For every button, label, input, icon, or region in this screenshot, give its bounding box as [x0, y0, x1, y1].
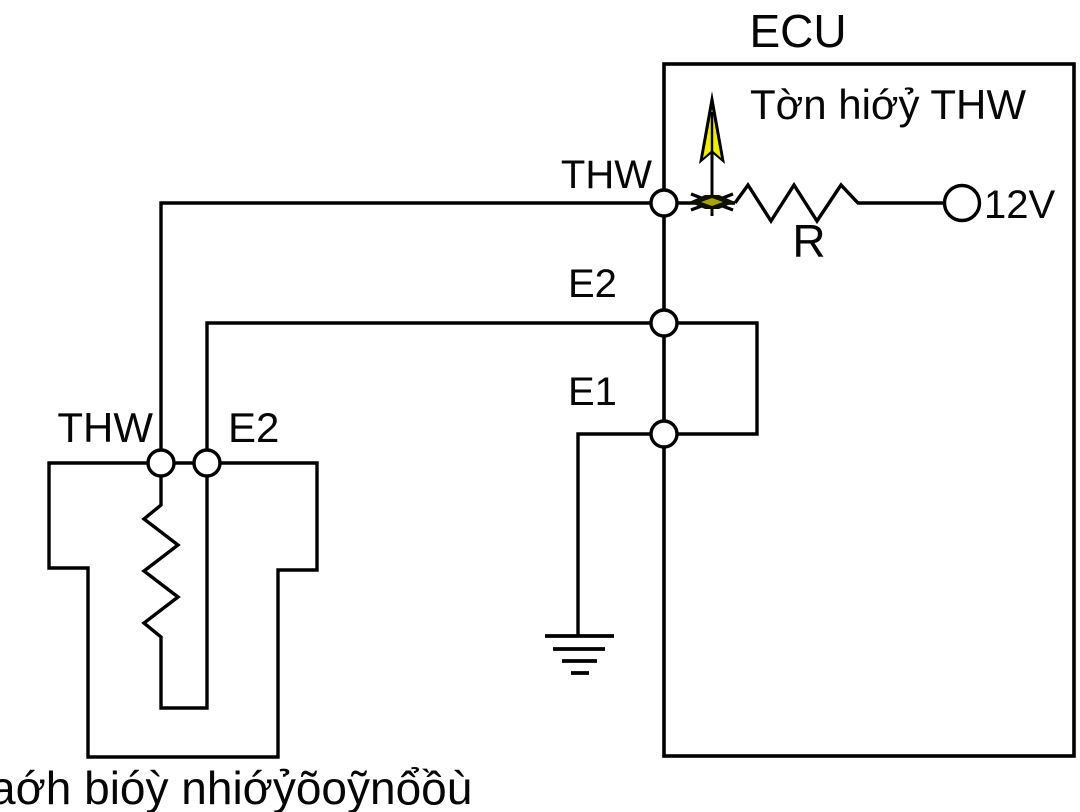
sensor-thw-pin-label: THW: [57, 404, 153, 451]
sensor-thw-to-ecu-wire: [159, 201, 664, 463]
sensor-e2-to-ecu-wire: [205, 321, 664, 463]
e2-terminal: [649, 308, 679, 338]
e2-e1-jumper-wire: [664, 321, 759, 436]
sensor-e2-pin: [192, 448, 222, 478]
ground-icon: [545, 634, 614, 675]
thermistor-zigzag-icon: [141, 463, 209, 710]
e1-to-ground-wire: [576, 432, 664, 636]
pullup-resistor-zigzag: [733, 181, 944, 225]
resistor-label: R: [792, 215, 825, 267]
thw-terminal-label: THW: [561, 153, 652, 197]
junction-center: [701, 198, 723, 206]
supply-12v-terminal: [942, 183, 982, 223]
sensor-e2-pin-label: E2: [228, 404, 279, 451]
supply-label: 12V: [984, 183, 1055, 227]
sensor-thw-pin: [146, 448, 176, 478]
ecu-title: ECU: [749, 5, 846, 57]
sensor-caption: aớh bióỳ nhiớỷõoỹnổồù: [0, 762, 472, 812]
e1-terminal: [649, 419, 679, 449]
e1-terminal-label: E1: [568, 370, 617, 414]
sensor-outline: [47, 461, 319, 759]
ecu-box: [662, 62, 1076, 758]
thw-terminal: [649, 188, 679, 218]
e2-terminal-label: E2: [568, 262, 617, 306]
coolant-temp-sensor: [47, 448, 319, 759]
signal-arrow-icon: [689, 91, 735, 216]
wires: [159, 181, 944, 636]
signal-label: Tờn hiớỷ THW: [750, 81, 1026, 128]
junction-star-icon: [689, 192, 735, 212]
